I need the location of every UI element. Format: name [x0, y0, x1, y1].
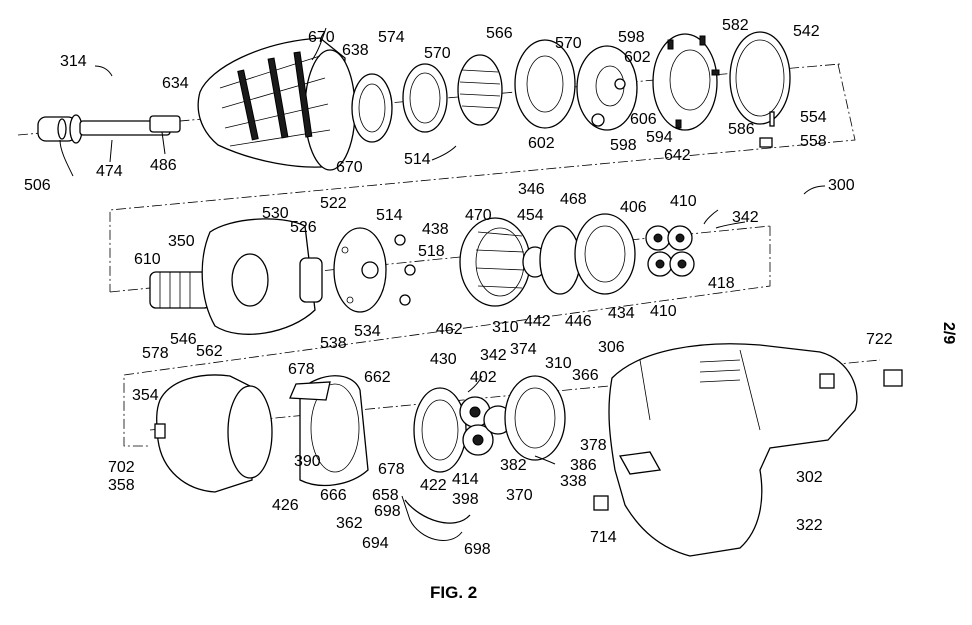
- tool-body: [593, 343, 903, 557]
- label-354: 354: [132, 387, 159, 404]
- label-322: 322: [796, 517, 823, 534]
- label-694: 694: [362, 535, 389, 552]
- label-306: 306: [598, 339, 625, 356]
- label-698b: 698: [464, 541, 491, 558]
- planetary-stage-bottom: [401, 375, 566, 541]
- label-454: 454: [517, 207, 544, 224]
- label-302: 302: [796, 469, 823, 486]
- label-382: 382: [500, 457, 527, 474]
- figure-caption: FIG. 2: [430, 583, 477, 602]
- label-594: 594: [646, 129, 673, 146]
- label-402: 402: [470, 369, 497, 386]
- label-566: 566: [486, 25, 513, 42]
- label-426: 426: [272, 497, 299, 514]
- label-606: 606: [630, 111, 657, 128]
- label-390: 390: [294, 453, 321, 470]
- label-314: 314: [60, 53, 87, 70]
- label-342b: 342: [480, 347, 507, 364]
- label-310b: 310: [545, 355, 572, 372]
- label-410: 410: [670, 193, 697, 210]
- label-398: 398: [452, 491, 479, 508]
- reference-numerals: 314 670 638 574 570 566 570 598 602 582 …: [24, 17, 893, 558]
- label-546: 546: [170, 331, 197, 348]
- label-342: 342: [732, 209, 759, 226]
- label-468: 468: [560, 191, 587, 208]
- gear-case: [154, 374, 369, 493]
- planetary-stage-middle: [459, 213, 695, 307]
- label-474: 474: [96, 163, 123, 180]
- label-586: 586: [728, 121, 755, 138]
- label-462: 462: [436, 321, 463, 338]
- label-574: 574: [378, 29, 405, 46]
- label-414: 414: [452, 471, 479, 488]
- label-434: 434: [608, 305, 635, 322]
- label-578: 578: [142, 345, 169, 362]
- top-rings: [351, 31, 791, 148]
- label-558: 558: [800, 133, 827, 150]
- label-722: 722: [866, 331, 893, 348]
- label-370: 370: [506, 487, 533, 504]
- label-678b: 678: [378, 461, 405, 478]
- label-638: 638: [342, 42, 369, 59]
- label-658: 658: [372, 487, 399, 504]
- label-678: 678: [288, 361, 315, 378]
- label-582: 582: [722, 17, 749, 34]
- label-670b: 670: [336, 159, 363, 176]
- spindle-assembly: [37, 114, 181, 144]
- label-670: 670: [308, 29, 335, 46]
- label-430: 430: [430, 351, 457, 368]
- label-514: 514: [404, 151, 431, 168]
- label-374: 374: [510, 341, 537, 358]
- label-362: 362: [336, 515, 363, 532]
- label-346: 346: [518, 181, 545, 198]
- label-698: 698: [374, 503, 401, 520]
- collar-housing: [197, 37, 356, 171]
- label-602b: 602: [528, 135, 555, 152]
- leader-lines: [59, 27, 826, 465]
- label-438: 438: [422, 221, 449, 238]
- label-534: 534: [354, 323, 381, 340]
- label-486: 486: [150, 157, 177, 174]
- label-554: 554: [800, 109, 827, 126]
- label-570b: 570: [555, 35, 582, 52]
- label-358: 358: [108, 477, 135, 494]
- label-610: 610: [134, 251, 161, 268]
- label-300: 300: [828, 177, 855, 194]
- label-378: 378: [580, 437, 607, 454]
- label-530: 530: [262, 205, 289, 222]
- label-446: 446: [565, 313, 592, 330]
- label-634: 634: [162, 75, 189, 92]
- label-602: 602: [624, 49, 651, 66]
- label-522: 522: [320, 195, 347, 212]
- label-714: 714: [590, 529, 617, 546]
- label-506: 506: [24, 177, 51, 194]
- label-526: 526: [290, 219, 317, 236]
- motor-housing-cap: [149, 218, 416, 335]
- label-422: 422: [420, 477, 447, 494]
- label-442: 442: [524, 313, 551, 330]
- label-514b: 514: [376, 207, 403, 224]
- label-666: 666: [320, 487, 347, 504]
- label-338: 338: [560, 473, 587, 490]
- label-418: 418: [708, 275, 735, 292]
- sheet-number: 2/9: [940, 322, 957, 344]
- label-598: 598: [618, 29, 645, 46]
- label-542: 542: [793, 23, 820, 40]
- label-598b: 598: [610, 137, 637, 154]
- label-386: 386: [570, 457, 597, 474]
- label-410b: 410: [650, 303, 677, 320]
- label-570: 570: [424, 45, 451, 62]
- label-702: 702: [108, 459, 135, 476]
- label-518: 518: [418, 243, 445, 260]
- label-310: 310: [492, 319, 519, 336]
- label-470: 470: [465, 207, 492, 224]
- label-538: 538: [320, 335, 347, 352]
- label-662: 662: [364, 369, 391, 386]
- label-366: 366: [572, 367, 599, 384]
- label-406: 406: [620, 199, 647, 216]
- label-350: 350: [168, 233, 195, 250]
- label-642: 642: [664, 147, 691, 164]
- label-562: 562: [196, 343, 223, 360]
